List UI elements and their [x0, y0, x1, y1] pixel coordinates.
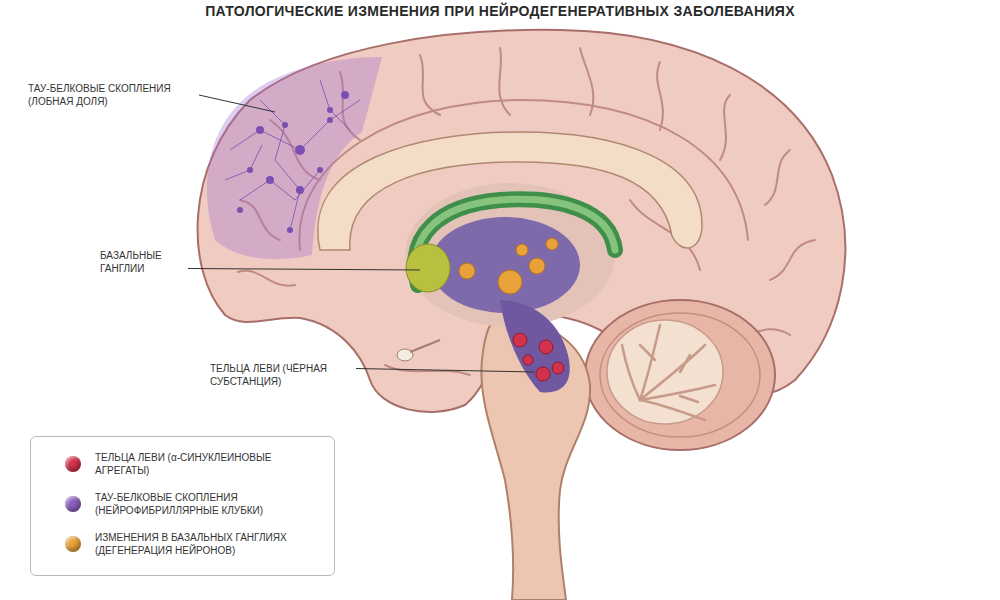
tau-region-part-part: [266, 176, 274, 184]
deep-structures-part: [459, 238, 558, 294]
tau-region-part-part: [230, 100, 360, 150]
leader-lines: [188, 95, 535, 372]
cerebellum-part: [607, 320, 723, 424]
diagram-title: ПАТОЛОГИЧЕСКИЕ ИЗМЕНЕНИЯ ПРИ НЕЙРОДЕГЕНЕ…: [0, 3, 1000, 19]
callout-label: ТАУ-БЕЛКОВЫЕ СКОПЛЕНИЯ (ЛОБНАЯ ДОЛЯ): [28, 82, 193, 108]
gyri-part: [238, 271, 295, 286]
legend-text: ТЕЛЬЦА ЛЕВИ (α-СИНУКЛЕИНОВЫЕ АГРЕГАТЫ): [95, 451, 318, 477]
tau-region-part-part: [282, 122, 288, 128]
legend-item: ТЕЛЬЦА ЛЕВИ (α-СИНУКЛЕИНОВЫЕ АГРЕГАТЫ): [47, 451, 318, 477]
deep-structures-part-part: [539, 340, 553, 354]
deep-structures-part: [513, 333, 564, 381]
tau-region-part-part: [327, 107, 333, 113]
tau-region: [207, 57, 382, 259]
cerebellum-part: [585, 300, 775, 450]
tau-region-part-part: [317, 167, 323, 173]
legend-text: ТАУ-БЕЛКОВЫЕ СКОПЛЕНИЯ (НЕЙРОФИБРИЛЛЯРНЫ…: [95, 491, 318, 517]
cerebellum-part-part: [680, 396, 698, 402]
tau-region-part-part: [256, 126, 264, 134]
tau-region-part-part: [341, 91, 349, 99]
tau-region-part-part: [320, 80, 350, 130]
deep-structures-part: [430, 217, 580, 313]
tau-region-part: [207, 57, 382, 259]
deep-structures-part-part: [552, 362, 564, 374]
cerebellum: [585, 300, 775, 450]
cerebellum-part-part: [640, 385, 715, 400]
tau-region-part-part: [295, 145, 305, 155]
cerebellum-part-part: [640, 345, 705, 400]
deep-structures-part-part: [516, 244, 528, 256]
deep-structures-part: [500, 300, 570, 393]
cerebellum-part-part: [622, 345, 640, 400]
legend-text: ИЗМЕНЕНИЯ В БАЗАЛЬНЫХ ГАНГЛИЯХ (ДЕГЕНЕРА…: [95, 531, 318, 557]
cerebellum-part: [622, 325, 715, 420]
legend-item: ТАУ-БЕЛКОВЫЕ СКОПЛЕНИЯ (НЕЙРОФИБРИЛЛЯРНЫ…: [47, 491, 318, 517]
gyri-part: [720, 95, 730, 160]
tau-region-part-part: [225, 145, 262, 180]
deep-structures-part-part: [513, 333, 527, 347]
deep-structures-part: [410, 340, 440, 352]
legend-box: ТЕЛЬЦА ЛЕВИ (α-СИНУКЛЕИНОВЫЕ АГРЕГАТЫ) ТА…: [30, 436, 335, 576]
deep-structures-part-part: [459, 263, 475, 279]
gyri-part: [420, 55, 440, 115]
gyri-part: [770, 240, 815, 280]
deep-structures-part-part: [498, 270, 522, 294]
deep-structures-part-part: [529, 258, 545, 274]
leader-lines-part: [188, 269, 420, 271]
cerebellum-part-part: [680, 355, 690, 372]
tau-region-part-part: [237, 207, 243, 213]
cerebellum-part-part: [640, 400, 705, 420]
legend-swatch: [65, 496, 81, 512]
gyri-part: [499, 48, 510, 115]
tau-region-part-part: [240, 170, 320, 200]
gyri-part: [765, 150, 790, 205]
deep-structures-part: [406, 244, 450, 292]
leader-lines-part: [356, 369, 535, 373]
cerebellum-part: [600, 313, 760, 437]
deep-structures-part-part: [536, 367, 550, 381]
deep-structures-part-part: [523, 355, 533, 365]
legend-item: ИЗМЕНЕНИЯ В БАЗАЛЬНЫХ ГАНГЛИЯХ (ДЕГЕНЕРА…: [47, 531, 318, 557]
legend-swatch: [65, 456, 81, 472]
legend-swatch: [65, 536, 81, 552]
tau-region-part-part: [287, 227, 293, 233]
callout-label: ТЕЛЬЦА ЛЕВИ (ЧЁРНАЯ СУБСТАНЦИЯ): [210, 362, 350, 388]
tau-region-part-part: [247, 167, 253, 173]
callout-label: БАЗАЛЬНЫЕ ГАНГЛИИ: [100, 249, 182, 275]
deep-structures-part-part: [546, 238, 558, 250]
tau-region-part-part: [260, 100, 300, 230]
cerebellum-part-part: [640, 345, 655, 360]
cerebellum-part-part: [640, 325, 660, 400]
tau-region-part-part: [296, 186, 304, 194]
tau-region-part-part: [327, 117, 333, 123]
leader-lines-part: [199, 95, 275, 112]
gyri-part: [657, 62, 663, 130]
deep-structures: [318, 132, 702, 393]
